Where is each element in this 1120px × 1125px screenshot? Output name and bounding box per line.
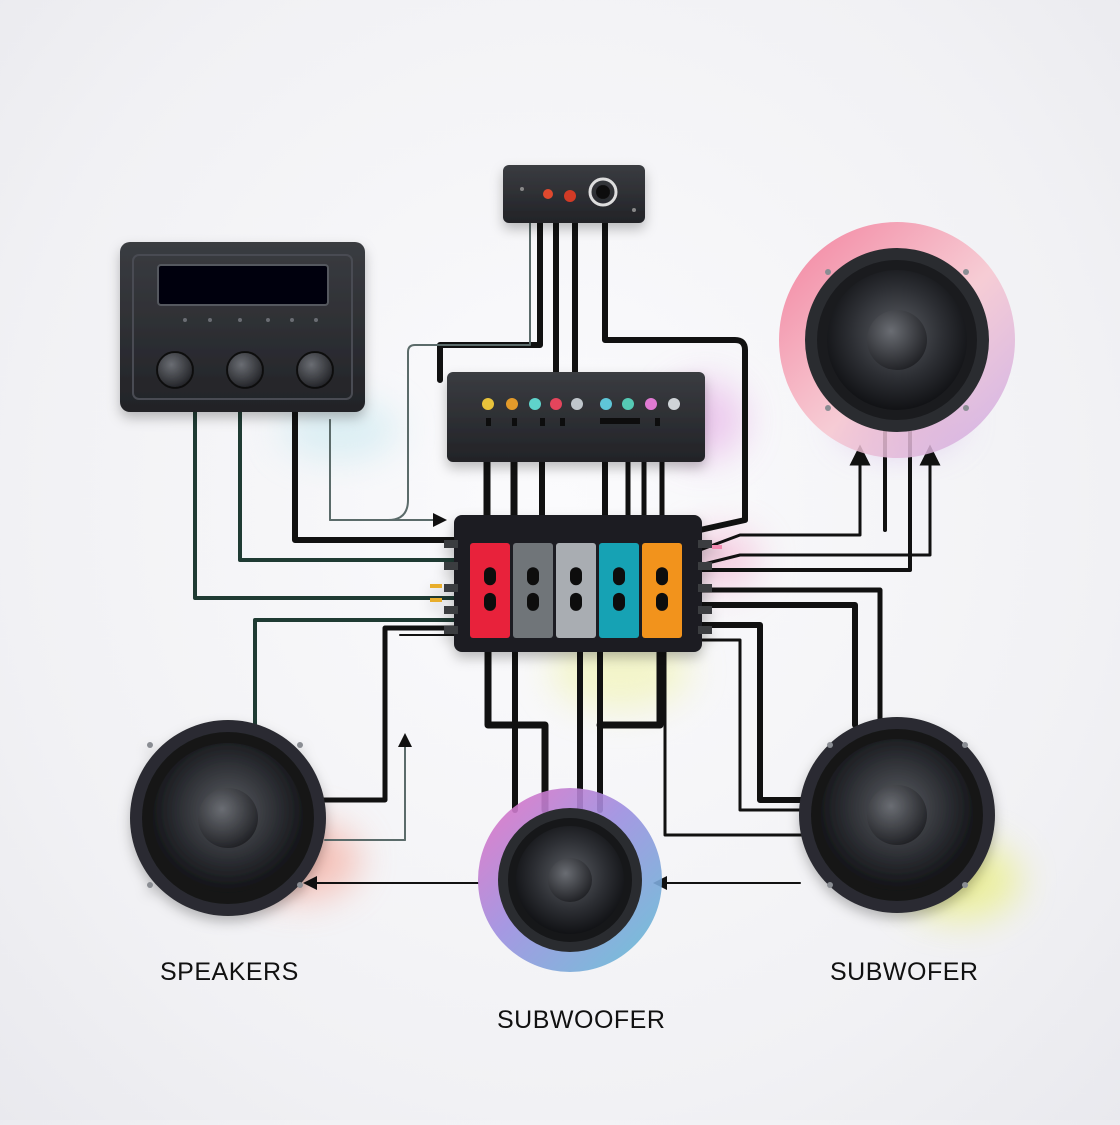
- amp-channel-port: [656, 592, 668, 611]
- amp-channel-strip: [513, 543, 553, 638]
- amplifier-icon: [430, 515, 722, 652]
- amp-channel-port: [527, 567, 539, 586]
- crossover-icon: [447, 372, 705, 462]
- subwoofer-center-label: SUBWOOFER: [497, 1006, 666, 1034]
- amp-channel-port: [484, 567, 496, 586]
- amp-channel-port: [656, 567, 668, 586]
- amp-channel-strip: [599, 543, 639, 638]
- speaker-icon: [779, 222, 1015, 458]
- speakers-label: SPEAKERS: [160, 958, 299, 986]
- amp-channel-strip: [642, 543, 682, 638]
- speaker-icon: [130, 720, 326, 916]
- amp-channel-port: [613, 592, 625, 611]
- subwoofer-icon: [478, 788, 662, 972]
- control-hub-icon: [503, 165, 645, 223]
- amp-channel-strip: [556, 543, 596, 638]
- amp-channel-port: [613, 567, 625, 586]
- amp-channel-strip: [470, 543, 510, 638]
- amp-channel-port: [527, 592, 539, 611]
- amp-channel-port: [570, 592, 582, 611]
- subwoofer-right-label: SUBWOFER: [830, 958, 979, 986]
- amp-channel-port: [484, 592, 496, 611]
- subwoofer-icon: [799, 717, 995, 913]
- wires: [193, 212, 941, 890]
- amp-channel-port: [570, 567, 582, 586]
- head-unit-icon: [120, 242, 365, 412]
